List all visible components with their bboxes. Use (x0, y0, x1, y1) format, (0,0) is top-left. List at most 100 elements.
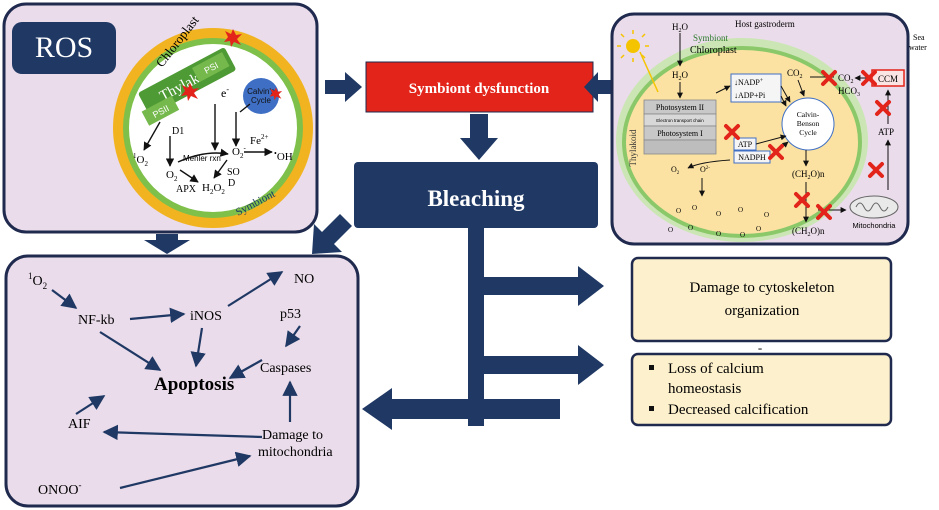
apoptosis-arrows (51, 271, 301, 490)
apoptosis-singlet-oxygen: 1O2 (28, 271, 47, 291)
superoxide-scatter: O O O O O O O O O O (668, 204, 769, 239)
calvin-benson-circle (781, 97, 835, 151)
singlet-oxygen-label: 1O2 (133, 152, 148, 168)
photosystem-stack: Photosystem II Electron transport chain … (643, 99, 717, 155)
host-panel: H2O Host gastroderm Symbiont Chloroplast… (610, 12, 927, 246)
photosystem-i-label: Photosystem I (657, 129, 703, 138)
host-co2-out-label: CO2 (838, 73, 854, 85)
atp-box-label: ATP (738, 140, 753, 149)
ros-internal-arrows (143, 103, 273, 183)
sea-water-label-1: Sea (913, 33, 925, 42)
center-flow: Symbiont dysfunction Bleaching (144, 61, 614, 430)
ros-title: ROS (35, 31, 93, 64)
calcium-label-2: homeostasis (668, 381, 741, 397)
svg-text:O: O (756, 225, 761, 233)
host-to-dysfunction-arrow (584, 72, 614, 102)
apoptosis-panel: 1O2 NF-kb iNOS NO p53 Caspases Apoptosis… (4, 254, 360, 508)
dysfunction-to-bleaching-arrow (460, 114, 498, 160)
bullet-icon (649, 365, 654, 370)
adp-label: ↓ADP+Pi (734, 91, 766, 100)
host-h2o-inner: H2O (672, 70, 689, 82)
host-gastroderm-label: Host gastroderm (735, 19, 795, 29)
cytoskeleton-label-2: organization (725, 303, 800, 319)
ccm-box (871, 69, 905, 87)
host-chloroplast-label: Chloroplast (690, 45, 737, 56)
apoptosis-panel-background (4, 254, 360, 508)
bleaching-stem (468, 228, 484, 426)
bleaching-to-apoptosis-arrow (312, 214, 352, 254)
nadp-label: ↓NADP+ (734, 78, 764, 87)
svg-text:O: O (676, 207, 681, 215)
caspases-label: Caspases (260, 361, 311, 376)
apx-label: APX (176, 184, 197, 195)
svg-text:O: O (738, 206, 743, 214)
sun-icon (617, 30, 649, 62)
bleaching-box (354, 162, 598, 228)
calvin-cycle-label-1: Calvin's (247, 87, 275, 96)
calvin-benson-label-2: Benson (797, 119, 820, 128)
psi-block: PSI (192, 52, 230, 83)
host-h2o-top: H2O (672, 22, 689, 34)
electron-label: e- (221, 85, 229, 100)
symbiont-dysfunction-label: Symbiont dysfunction (409, 81, 550, 97)
calcification-label: Decreased calcification (668, 402, 809, 418)
onoo-label: ONOO- (38, 480, 81, 498)
apoptosis-label: Apoptosis (154, 374, 234, 395)
separator-dash: - (758, 340, 762, 355)
ros-title-box (12, 22, 116, 74)
host-o2-label: O2 (671, 165, 680, 176)
ccm-label: CCM (878, 74, 898, 84)
hydroxyl-label: •OH (274, 149, 293, 163)
svg-text:O: O (716, 230, 721, 238)
host-co2-label: CO2 (787, 68, 803, 80)
cytoskeleton-label-1: Damage to cytoskeleton (690, 280, 835, 296)
damage-mitochondria-label-1: Damage to (262, 428, 323, 443)
bleaching-to-calcium-arrow (484, 345, 604, 385)
inos-label: iNOS (190, 309, 222, 324)
nadph-label: NADPH (738, 153, 766, 162)
host-thylakoid-label: Thylakoid (628, 129, 638, 166)
bleaching-to-cytoskeleton-arrow (484, 266, 604, 306)
nfkb-label: NF-kb (78, 313, 115, 328)
bleaching-to-apoptosis-panel-arrow (362, 388, 560, 430)
bullet-icon (649, 406, 654, 411)
d1-label: D1 (172, 126, 184, 137)
effects: Damage to cytoskeleton organization - Lo… (630, 256, 893, 427)
mehler-label: Mehler rxn (183, 154, 221, 163)
damage-mitochondria-label-2: mitochondria (258, 445, 333, 460)
calvin-cycle-circle (243, 78, 279, 114)
svg-text:O: O (692, 204, 697, 212)
svg-text:O: O (688, 224, 693, 232)
calcium-box (630, 352, 893, 427)
svg-text:O: O (740, 231, 745, 239)
calcium-label-1: Loss of calcium (668, 361, 764, 377)
nadp-adp-box (730, 73, 782, 103)
no-label: NO (294, 272, 314, 287)
svg-text:O: O (716, 210, 721, 218)
p53-label: p53 (280, 307, 301, 322)
etc-label: Electron transport chain (656, 118, 704, 123)
ros-panel: ROS Chloroplast Thylakoid PSI PSII Calvi… (2, 2, 319, 234)
psii-block: PSII (141, 95, 180, 126)
sea-water-label-2: water (909, 43, 927, 52)
aif-label: AIF (68, 417, 91, 432)
ch2o-label-1: (CH2O)n (792, 169, 825, 181)
ch2o-label-2: (CH2O)n (792, 226, 825, 238)
mitochondria-icon (849, 195, 899, 219)
ros-to-apoptosis-arrow (144, 234, 190, 254)
ros-to-dysfunction-arrow (325, 72, 362, 102)
o2-label: O2 (166, 169, 178, 183)
calvin-benson-label-3: Cycle (799, 128, 817, 137)
host-hco3-label: HCO3 (838, 86, 860, 98)
cytoskeleton-box (630, 256, 893, 343)
light-ray (639, 51, 659, 93)
h2o2-label: H2O2 (202, 182, 225, 196)
photosystem-ii-label: Photosystem II (656, 103, 705, 112)
bleaching-label: Bleaching (427, 186, 525, 211)
host-atp-label: ATP (878, 127, 894, 137)
mitochondria-label: Mitochondria (853, 221, 897, 230)
svg-text:O: O (668, 226, 673, 234)
calvin-cycle-label-2: Cycle (251, 96, 272, 105)
d-label: D (228, 178, 235, 189)
